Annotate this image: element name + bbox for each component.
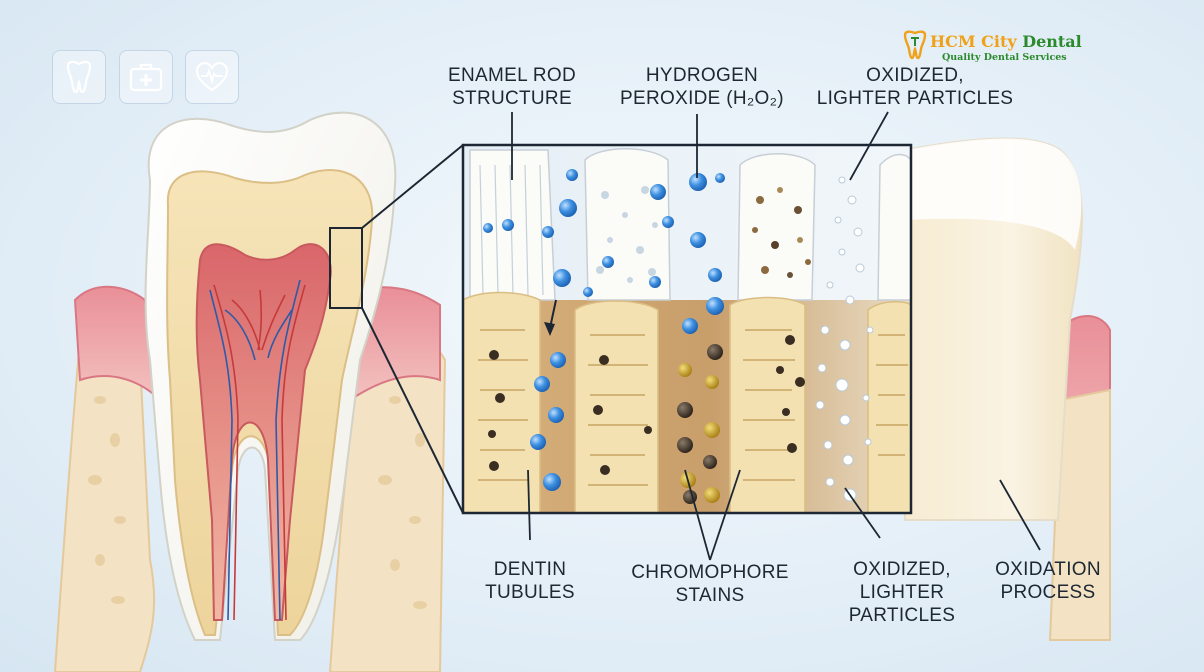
oxidized-particles <box>815 176 874 502</box>
tooth-logo-icon <box>903 30 927 60</box>
brand-logo: HCM City Dental Quality Dental Services <box>902 30 1082 70</box>
medical-kit-icon <box>129 63 163 92</box>
label-oxidation-process: OXIDATION PROCESS <box>995 559 1101 603</box>
label-chromophore-stains: CHROMOPHORE STAINS <box>631 562 789 606</box>
zoom-line-top <box>361 144 464 229</box>
pulp-chamber <box>195 243 332 621</box>
tooth-cross-section <box>53 111 464 672</box>
diffusion-arrow <box>544 299 557 336</box>
peroxide-bubbles <box>483 169 725 491</box>
brand-name: HCM City Dental <box>930 32 1082 51</box>
label-hydrogen-peroxide: HYDROGEN PEROXIDE (H₂O₂) <box>620 65 784 109</box>
label-dentin-tubules: DENTIN TUBULES <box>485 559 575 603</box>
heart-pulse-icon <box>195 62 229 92</box>
magnified-panel-border <box>461 143 913 515</box>
magnified-panel <box>463 145 911 513</box>
bone-far-right <box>1048 388 1111 641</box>
label-enamel-rod-structure: ENAMEL ROD STRUCTURE <box>448 65 576 109</box>
tooth-icon <box>66 60 92 94</box>
label-oxidized-particles-top: OXIDIZED, LIGHTER PARTICLES <box>816 65 1014 109</box>
brand-tagline: Quality Dental Services <box>942 52 1067 63</box>
zoom-line-bottom <box>361 307 464 514</box>
zoom-region-box <box>329 227 363 309</box>
whitened-tooth <box>904 137 1111 641</box>
chromophore-stains <box>488 335 805 504</box>
dentin-bands <box>463 291 911 513</box>
heart-pulse-icon-box <box>185 50 239 104</box>
medical-kit-icon-box <box>119 50 173 104</box>
whitened-tooth-enamel <box>905 138 1082 250</box>
leader-lines <box>511 111 1041 561</box>
label-oxidized-particles-bottom: OXIDIZED, LIGHTER PARTICLES <box>848 559 956 626</box>
tooth-icon-box <box>52 50 106 104</box>
